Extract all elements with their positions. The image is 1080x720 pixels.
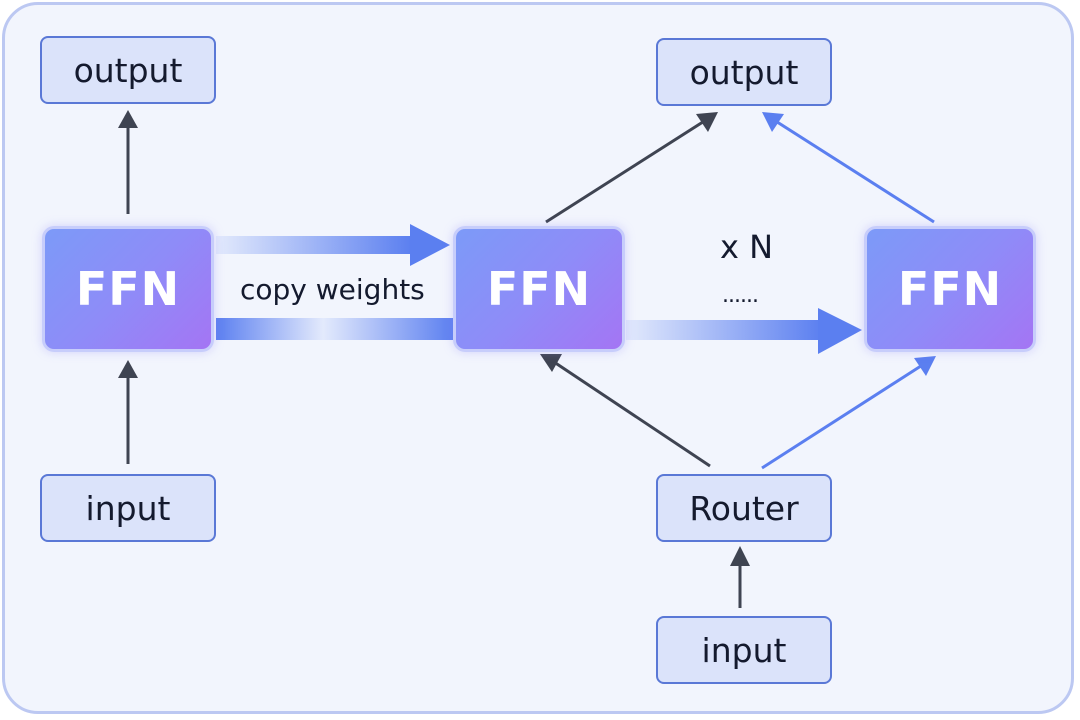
right-ffn-last-block: FFN bbox=[864, 226, 1036, 352]
arrow-router-to-ffn-last bbox=[761, 356, 936, 470]
left-output-box: output bbox=[40, 36, 216, 104]
arrow-left-ffn-to-output bbox=[118, 110, 138, 214]
right-input-box: input bbox=[656, 616, 832, 684]
ffn-chain-arrow bbox=[626, 308, 862, 354]
right-output-box: output bbox=[656, 38, 832, 106]
right-ffn-last-label: FFN bbox=[897, 262, 1003, 316]
copy-weights-label: copy weights bbox=[240, 273, 425, 306]
copy-weights-arrow-top bbox=[216, 224, 450, 266]
ellipsis-label: ...... bbox=[722, 283, 759, 308]
repeat-count-label: x N bbox=[720, 228, 773, 266]
left-input-label: input bbox=[85, 488, 171, 528]
arrow-ffn-last-to-output bbox=[762, 112, 935, 224]
router-box: Router bbox=[656, 474, 832, 542]
arrow-ffn-first-to-output bbox=[545, 112, 718, 224]
left-ffn-block: FFN bbox=[42, 226, 214, 352]
right-ffn-first-label: FFN bbox=[486, 262, 592, 316]
right-ffn-first-block: FFN bbox=[453, 226, 625, 352]
router-label: Router bbox=[689, 488, 799, 528]
arrow-input-to-router bbox=[730, 546, 750, 608]
arrow-left-input-to-ffn bbox=[118, 360, 138, 464]
arrow-router-to-ffn-first bbox=[540, 354, 711, 468]
right-input-label: input bbox=[701, 630, 787, 670]
left-ffn-label: FFN bbox=[75, 262, 181, 316]
left-output-label: output bbox=[73, 50, 183, 90]
copy-weights-bar-bottom bbox=[216, 318, 454, 340]
left-input-box: input bbox=[40, 474, 216, 542]
right-output-label: output bbox=[689, 52, 799, 92]
repeat-count-text: x N bbox=[720, 228, 774, 266]
